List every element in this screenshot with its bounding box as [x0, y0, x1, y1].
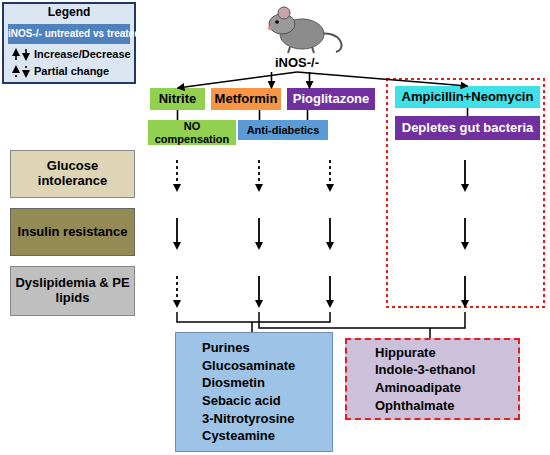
connector	[259, 110, 261, 120]
node-text: Anti-diabetics	[247, 124, 320, 137]
outcome-box: Insulin resistance	[10, 208, 135, 256]
treatment-box: Pioglitazone	[287, 88, 375, 110]
node-text: Metformin	[215, 92, 278, 107]
legend-text: Partial change	[34, 65, 109, 77]
result-box: PurinesGlucosaminateDiosmetinSebacic aci…	[175, 332, 333, 452]
connector	[297, 72, 468, 86]
connector	[467, 108, 469, 116]
legend-arrows	[16, 49, 26, 77]
treatment-box: iNOS-/-	[262, 55, 332, 72]
effect-arrows	[177, 160, 465, 306]
node-text: Cysteamine	[202, 427, 275, 445]
legend-title: Legend	[5, 5, 133, 19]
node-text: Diosmetin	[202, 374, 265, 392]
node-text: Nitrite	[159, 92, 197, 107]
node-text: Depletes gut bacteria	[402, 121, 534, 136]
legend-box	[3, 3, 135, 83]
node-text: Hippurate	[375, 344, 436, 362]
group-frame	[387, 79, 544, 307]
outcome-box: Glucose intolerance	[10, 150, 135, 198]
treatment-box: NO compensation	[148, 120, 236, 145]
node-text: Dyslipidemia & PE lipids	[14, 276, 131, 306]
mouse-illustration	[268, 7, 342, 53]
node-text: Sebacic acid	[202, 392, 281, 410]
node-text: Ampicillin+Neomycin	[402, 90, 534, 105]
treatment-box: Nitrite	[150, 88, 205, 110]
node-text: Insulin resistance	[18, 225, 128, 240]
treatment-box: Metformin	[211, 88, 281, 110]
connector	[307, 110, 309, 120]
node-text: Purines	[202, 339, 250, 357]
connector	[178, 72, 298, 88]
treatment-box: Depletes gut bacteria	[395, 116, 540, 140]
node-text: Aminoadipate	[375, 379, 461, 397]
node-text: Glucosaminate	[202, 357, 295, 375]
result-box: HippurateIndole-3-ethanolAminoadipateOph…	[345, 338, 520, 420]
connector	[177, 110, 179, 120]
node-text: Glucose intolerance	[14, 159, 131, 189]
node-text: Ophthalmate	[375, 397, 454, 415]
node-text: 3-Nitrotyrosine	[202, 410, 294, 428]
node-text: iNOS-/-	[275, 56, 319, 71]
node-text: Indole-3-ethanol	[375, 361, 475, 379]
connector	[271, 72, 273, 88]
legend-text: iNOS-/- untreated vs treated	[8, 28, 130, 39]
legend-text: Increase/Decrease	[34, 48, 131, 60]
outcome-box: Dyslipidemia & PE lipids	[10, 266, 135, 316]
node-text: Pioglitazone	[293, 92, 370, 107]
treatment-box: Anti-diabetics	[238, 120, 328, 140]
connector	[309, 72, 311, 88]
node-text: NO compensation	[151, 120, 233, 145]
treatment-box: Ampicillin+Neomycin	[395, 86, 540, 108]
